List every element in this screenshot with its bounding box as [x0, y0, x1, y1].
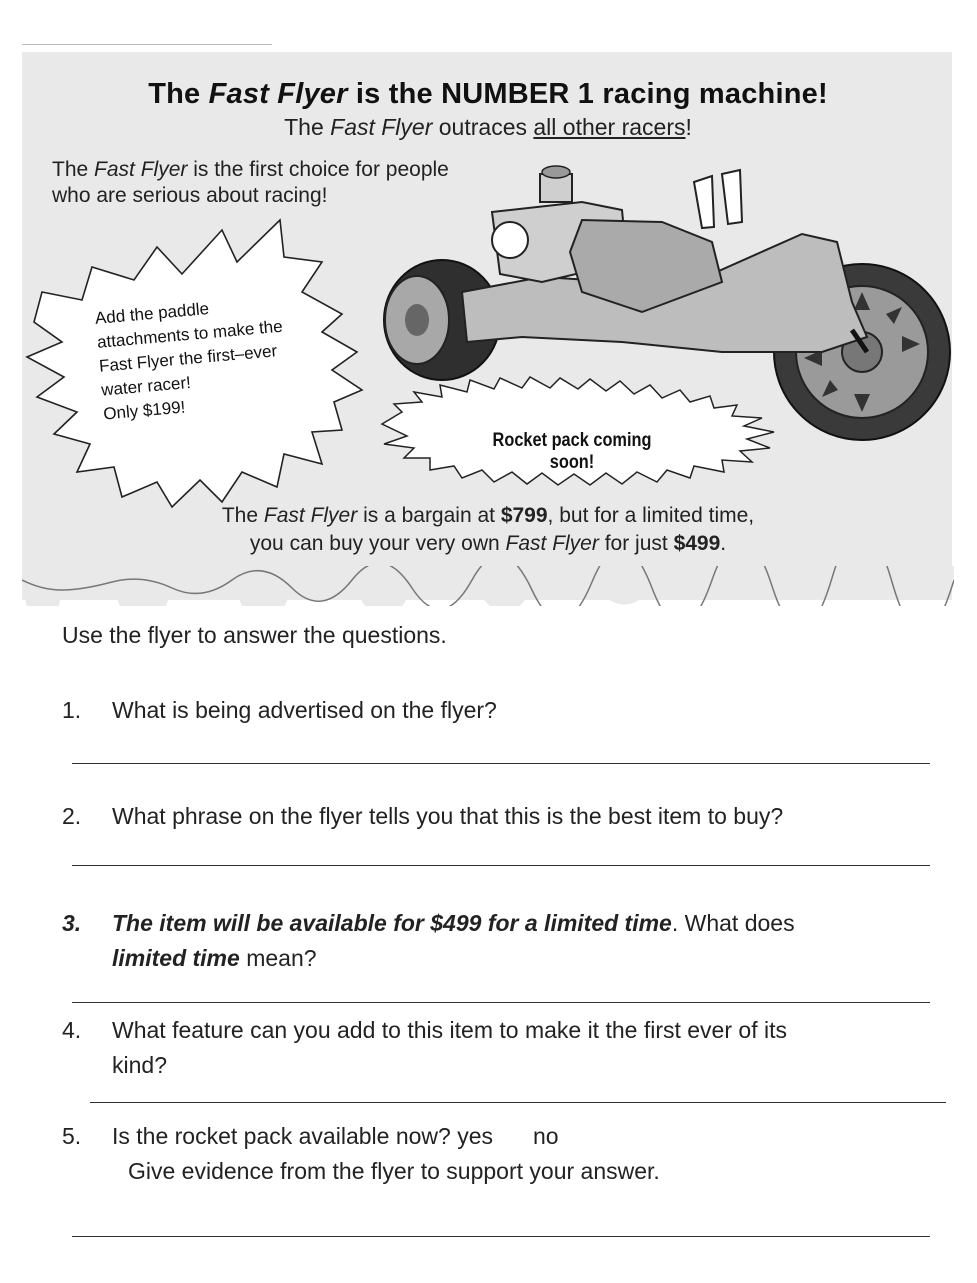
question-number: 3.	[62, 910, 82, 936]
question-5: 5. Is the rocket pack available now? yes…	[62, 1119, 942, 1199]
question-text: The item will be available for $499 for …	[112, 910, 795, 971]
top-rule	[22, 44, 272, 45]
answer-line-3[interactable]	[72, 1002, 930, 1003]
flyer-artwork	[25, 165, 951, 509]
flyer-first-choice-text: The Fast Flyer is the first choice for p…	[52, 158, 449, 207]
answer-line-4[interactable]	[90, 1102, 946, 1103]
question-text: What is being advertised on the flyer?	[112, 697, 497, 723]
answer-line-2[interactable]	[72, 865, 930, 866]
question-1: 1. What is being advertised on the flyer…	[62, 693, 942, 733]
starburst-text: Add the paddle attachments to make the F…	[94, 299, 284, 424]
question-number: 2.	[62, 803, 82, 829]
question-4: 4. What feature can you add to this item…	[62, 1013, 942, 1093]
question-number: 4.	[62, 1017, 82, 1043]
question-text: What phrase on the flyer tells you that …	[112, 803, 784, 829]
question-3: 3. The item will be available for $499 f…	[62, 906, 942, 986]
flyer: The Fast Flyer is the NUMBER 1 racing ma…	[22, 52, 952, 600]
no-option[interactable]: no	[532, 1123, 559, 1149]
answer-line-1[interactable]	[72, 763, 930, 764]
starburst-shape	[25, 218, 364, 509]
racer-illustration	[383, 165, 951, 441]
question-text: What feature can you add to this item to…	[112, 1017, 787, 1078]
racer-handles	[692, 168, 744, 230]
torn-edge	[22, 566, 954, 606]
racer-seat	[568, 218, 724, 314]
flyer-bargain-text: The Fast Flyer is a bargain at $799, but…	[221, 504, 755, 555]
question-number: 1.	[62, 697, 82, 723]
rocket-pack-text: Rocket pack coming soon!	[492, 430, 652, 473]
flyer-subhead: The Fast Flyer outraces all other racers…	[284, 114, 692, 140]
rocket-pack-bubble	[380, 376, 775, 486]
question-number: 5.	[62, 1123, 82, 1149]
question-2: 2. What phrase on the flyer tells you th…	[62, 799, 942, 839]
flyer-headline: The Fast Flyer is the NUMBER 1 racing ma…	[148, 78, 828, 110]
instructions: Use the flyer to answer the questions.	[62, 622, 447, 648]
answer-line-5[interactable]	[72, 1236, 930, 1237]
